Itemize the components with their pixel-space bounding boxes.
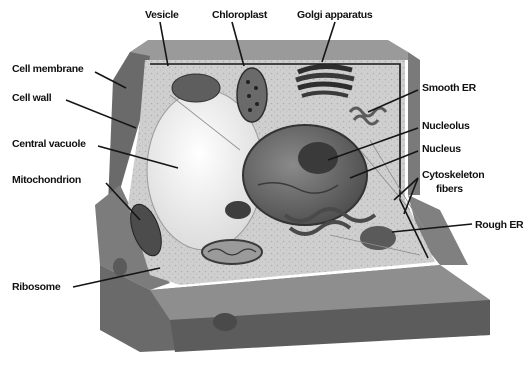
label-cytoskeleton-fibers-line1: Cytoskeleton bbox=[422, 169, 484, 181]
label-cytoskeleton-fibers-line2: fibers bbox=[436, 183, 463, 195]
label-central-vacuole: Central vacuole bbox=[12, 138, 86, 150]
vesicle-shape bbox=[172, 74, 220, 102]
label-chloroplast: Chloroplast bbox=[212, 9, 268, 21]
label-golgi-apparatus: Golgi apparatus bbox=[297, 9, 373, 21]
chloroplast-shape bbox=[237, 68, 267, 122]
nucleus-shape bbox=[243, 125, 367, 225]
floor-spot bbox=[213, 313, 237, 331]
label-vesicle: Vesicle bbox=[145, 9, 179, 21]
label-nucleolus: Nucleolus bbox=[422, 120, 470, 132]
wall-spot bbox=[113, 258, 127, 276]
label-cell-membrane: Cell membrane bbox=[12, 63, 84, 75]
label-ribosome: Ribosome bbox=[12, 281, 61, 293]
label-mitochondrion: Mitochondrion bbox=[12, 174, 81, 186]
label-rough-er: Rough ER bbox=[475, 219, 524, 231]
label-smooth-er: Smooth ER bbox=[422, 82, 477, 94]
label-cell-wall: Cell wall bbox=[12, 92, 52, 104]
label-nucleus: Nucleus bbox=[422, 143, 461, 155]
